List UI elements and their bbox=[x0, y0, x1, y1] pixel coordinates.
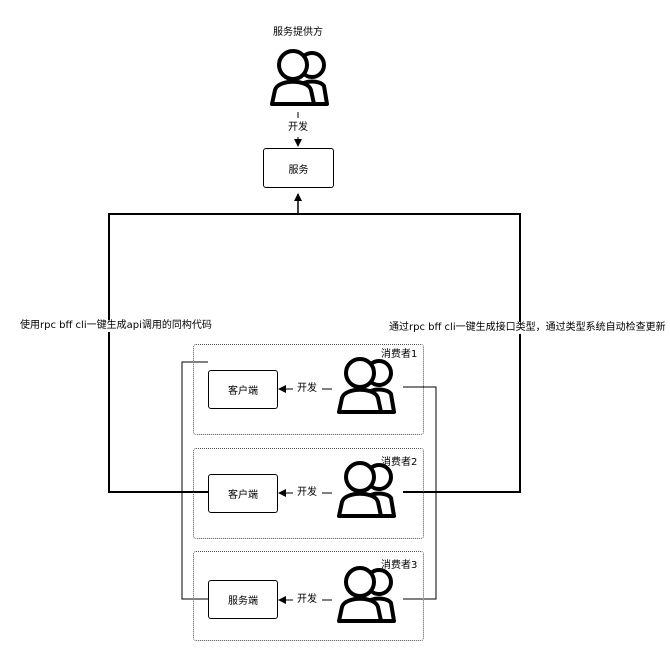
provider-title: 服务提供方 bbox=[273, 27, 323, 38]
consumer2-box-label: 客户端 bbox=[228, 490, 258, 501]
right-note: 通过rpc bff cli一键生成接口类型，通过类型系统自动检查更新 bbox=[389, 322, 666, 334]
consumer1-dev-label: 开发 bbox=[297, 383, 317, 394]
right-bracket bbox=[403, 386, 437, 600]
consumer2-group bbox=[193, 448, 424, 539]
provider-dev-label: 开发 bbox=[287, 122, 309, 134]
consumer2-name: 消费者2 bbox=[381, 457, 418, 468]
consumer1-box-label: 客户端 bbox=[228, 386, 258, 397]
right-connector bbox=[298, 213, 521, 493]
left-note: 使用rpc bff cli一键生成api调用的同构代码 bbox=[20, 320, 212, 332]
consumer2-dev-label: 开发 bbox=[297, 487, 317, 498]
consumer3-server-box[interactable]: 服务端 bbox=[208, 580, 278, 619]
consumer2-client-box[interactable]: 客户端 bbox=[208, 474, 278, 513]
consumer1-group bbox=[193, 344, 424, 435]
left-connector bbox=[108, 213, 298, 493]
consumer1-name: 消费者1 bbox=[381, 349, 418, 360]
consumer3-name: 消费者3 bbox=[381, 560, 418, 571]
service-box-label: 服务 bbox=[288, 164, 309, 176]
consumer3-dev-label: 开发 bbox=[297, 594, 317, 605]
consumer1-client-box[interactable]: 客户端 bbox=[208, 370, 278, 409]
left-bracket bbox=[181, 361, 208, 600]
service-box[interactable]: 服务 bbox=[263, 148, 334, 188]
provider-people-icon bbox=[270, 49, 329, 106]
consumer3-group bbox=[193, 551, 424, 641]
consumer3-box-label: 服务端 bbox=[228, 596, 258, 607]
